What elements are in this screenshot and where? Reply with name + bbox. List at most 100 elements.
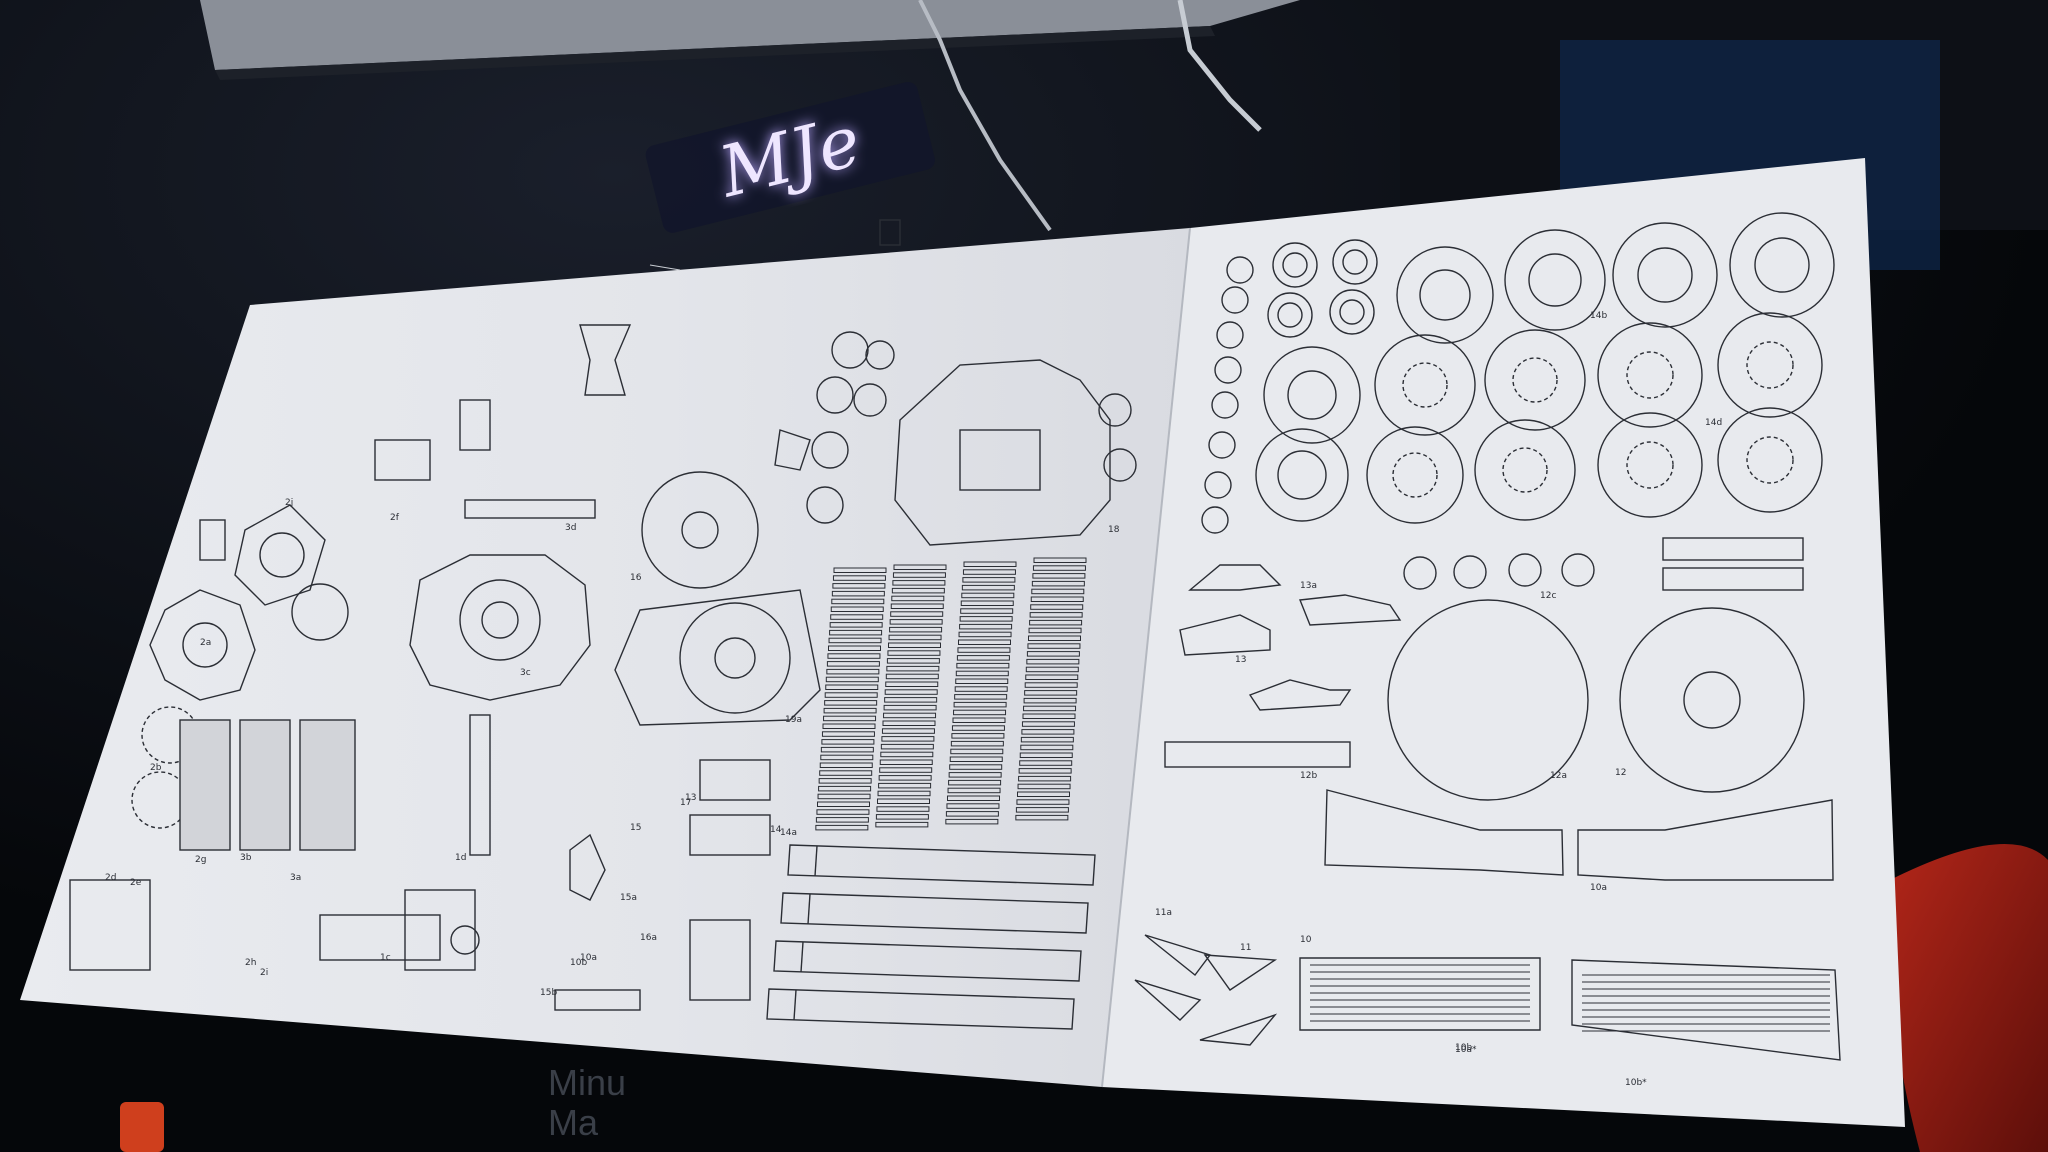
part-label: 3b bbox=[240, 853, 252, 863]
part-label: 18 bbox=[1108, 525, 1120, 535]
track-link bbox=[962, 569, 1016, 575]
track-link bbox=[884, 689, 938, 695]
octagon-part bbox=[149, 589, 256, 701]
hanging-cable bbox=[918, 0, 1052, 232]
track-link bbox=[821, 739, 875, 745]
track-link bbox=[822, 723, 876, 729]
part-label: 15b bbox=[540, 988, 557, 998]
track-link bbox=[1018, 768, 1072, 774]
part-label-layer: 2f 2j 2a 3c 2b 2g 3b 2d 2e 1d 3a 1c 2h 2… bbox=[105, 311, 1722, 1088]
part-label: 16a bbox=[640, 933, 657, 943]
track-link bbox=[832, 575, 886, 581]
hanging-cable-2 bbox=[1177, 0, 1262, 132]
track-link bbox=[830, 614, 884, 620]
track-link bbox=[819, 770, 873, 776]
sheet-seam bbox=[1101, 227, 1191, 1088]
part-label: 3c bbox=[520, 668, 531, 678]
track-link bbox=[950, 748, 1004, 755]
part-label: 2f bbox=[390, 513, 400, 523]
track-link bbox=[958, 631, 1012, 638]
track-link bbox=[958, 639, 1011, 645]
track-link bbox=[1030, 604, 1084, 610]
sheet-left-middle bbox=[20, 228, 1190, 1087]
part-label: 13a bbox=[1300, 581, 1317, 591]
track-link bbox=[886, 665, 940, 672]
track-link bbox=[826, 661, 880, 667]
track-link bbox=[831, 590, 885, 597]
track-link bbox=[815, 824, 869, 831]
track-link bbox=[877, 790, 931, 797]
ring-part bbox=[182, 622, 228, 668]
part-label: 2g bbox=[195, 855, 206, 865]
track-link bbox=[1024, 682, 1078, 688]
track-link bbox=[963, 561, 1017, 567]
track-link bbox=[948, 772, 1002, 778]
track-link bbox=[961, 584, 1015, 591]
part-label: 2j bbox=[285, 498, 293, 508]
track-link bbox=[892, 580, 946, 586]
track-link bbox=[947, 795, 1000, 801]
track-link bbox=[1032, 573, 1086, 579]
track-link bbox=[960, 600, 1014, 606]
track-link bbox=[1029, 619, 1083, 626]
track-link bbox=[828, 637, 882, 644]
track-link bbox=[951, 733, 1005, 739]
track-link bbox=[1028, 635, 1081, 641]
track-link bbox=[1019, 760, 1073, 766]
track-link bbox=[829, 622, 883, 628]
track-link bbox=[881, 728, 935, 734]
part-label: 14d bbox=[1705, 418, 1722, 428]
track-link bbox=[1021, 729, 1075, 735]
track-link bbox=[953, 701, 1007, 708]
track-link bbox=[889, 626, 943, 633]
track-link bbox=[1015, 807, 1069, 813]
part-label: 2e bbox=[130, 878, 142, 888]
track-link bbox=[886, 658, 940, 664]
ring-part bbox=[259, 532, 305, 578]
track-link bbox=[960, 608, 1014, 614]
track-link bbox=[881, 736, 935, 742]
part-label: 10b bbox=[1455, 1043, 1472, 1053]
track-link bbox=[878, 782, 932, 789]
part-label: 15a bbox=[620, 893, 637, 903]
track-link bbox=[1024, 690, 1078, 696]
part-label: 2d bbox=[105, 873, 116, 883]
part-label: 3d bbox=[565, 523, 576, 533]
track-link bbox=[816, 809, 870, 815]
track-link bbox=[1031, 588, 1085, 595]
track-link bbox=[879, 767, 933, 773]
track-link bbox=[885, 673, 939, 680]
track-link bbox=[948, 779, 1002, 786]
track-link bbox=[1026, 658, 1080, 665]
grille-lines bbox=[1310, 964, 1830, 1032]
track-link bbox=[1020, 736, 1074, 743]
part-label: 12 bbox=[1615, 768, 1626, 778]
sheet-right bbox=[1102, 158, 1905, 1127]
track-link bbox=[949, 756, 1003, 762]
track-link bbox=[891, 595, 945, 602]
track-link bbox=[883, 704, 937, 711]
track-link bbox=[1019, 752, 1073, 758]
sheet-seam-2 bbox=[649, 264, 681, 271]
part-label: 1d bbox=[455, 853, 466, 863]
track-link bbox=[1020, 744, 1074, 751]
part-label: 13 bbox=[1235, 655, 1246, 665]
track-link bbox=[1022, 713, 1076, 719]
track-link bbox=[951, 725, 1005, 731]
part-label: 3a bbox=[290, 873, 301, 883]
hex-plate bbox=[614, 589, 821, 726]
track-link bbox=[952, 717, 1006, 723]
track-link bbox=[893, 564, 947, 570]
tall-frame bbox=[69, 879, 151, 971]
track-link bbox=[888, 634, 942, 641]
track-link bbox=[888, 642, 941, 648]
track-link bbox=[959, 616, 1013, 622]
track-link bbox=[955, 670, 1009, 677]
track-link bbox=[1017, 783, 1071, 790]
track-link bbox=[879, 759, 933, 765]
track-link bbox=[889, 619, 943, 625]
track-link bbox=[825, 684, 879, 690]
track-link bbox=[831, 598, 885, 605]
part-label: 11 bbox=[1240, 943, 1251, 953]
track-link bbox=[828, 645, 881, 651]
